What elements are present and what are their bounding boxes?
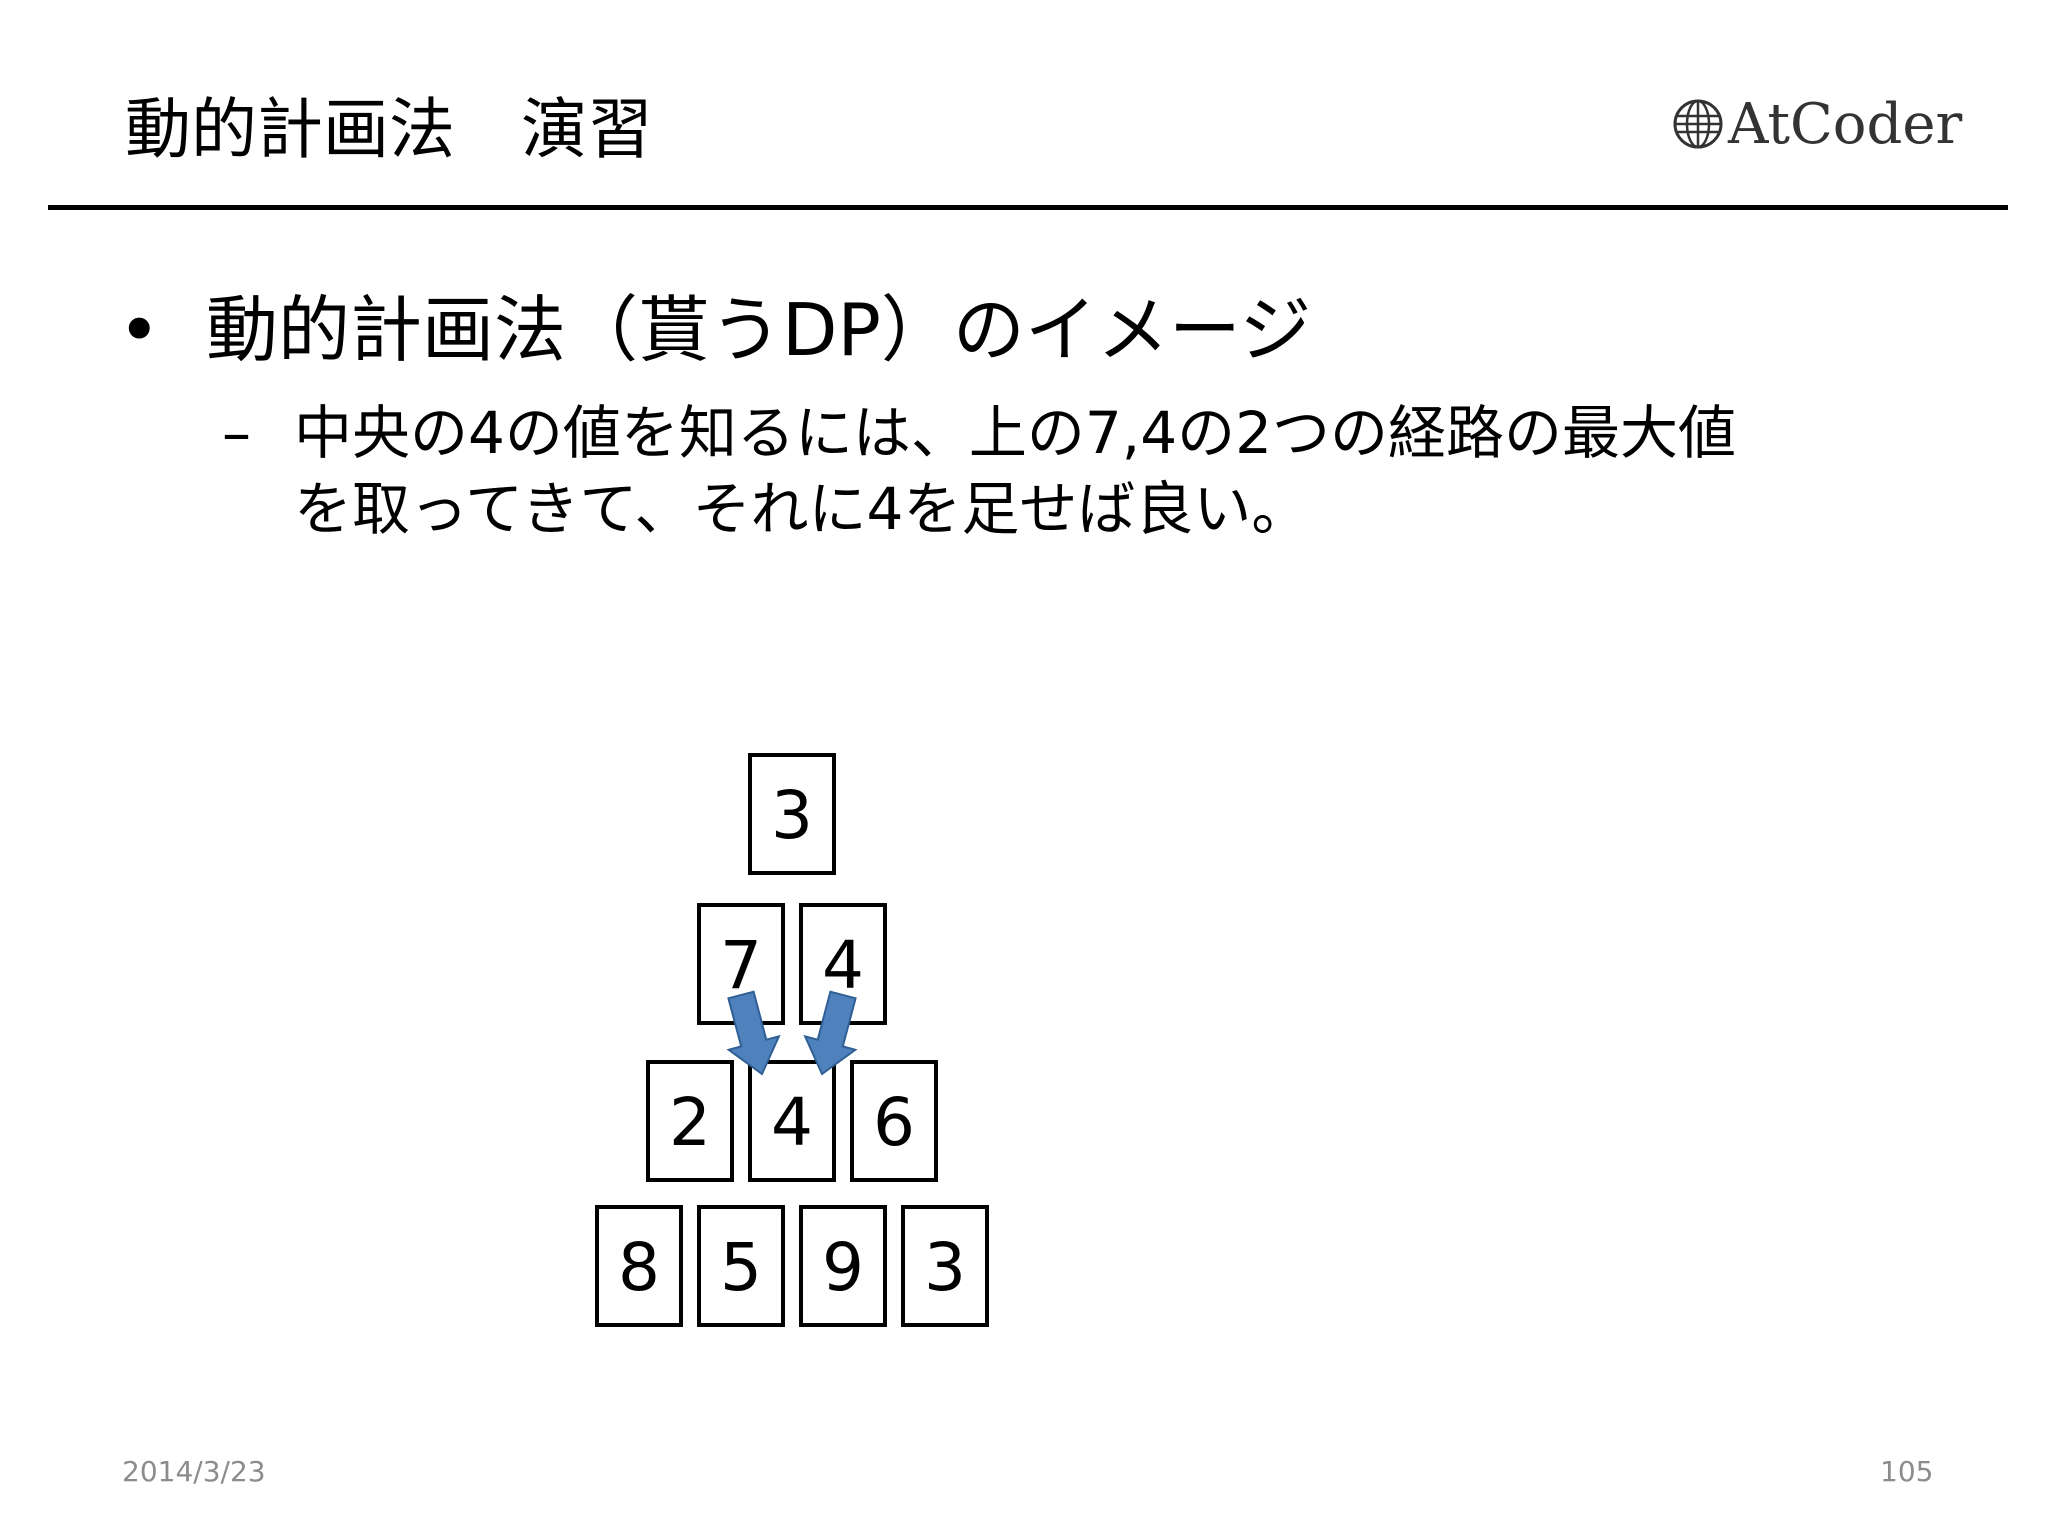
- atcoder-logo: AtCoder: [1672, 90, 1972, 160]
- pyramid-cell-value: 8: [618, 1229, 660, 1306]
- bullet-text: 動的計画法（貰うDP）のイメージ: [206, 288, 1312, 372]
- sub-bullet-text: 中央の4の値を知るには、上の7,4の2つの経路の最大値 を取ってきて、それに4を…: [294, 395, 1934, 547]
- pyramid-cell-box: [697, 1205, 785, 1327]
- globe-icon: [1673, 99, 1723, 149]
- pyramid-cell-box: [646, 1060, 734, 1182]
- pyramid-cell-value: 2: [669, 1084, 711, 1161]
- footer-page-number: 105: [1880, 1455, 1934, 1488]
- pyramid-cell-box: [799, 903, 887, 1025]
- pyramid-cell-box: [748, 753, 836, 875]
- dp-transition-arrow: [726, 990, 781, 1076]
- pyramid-cell-box: [901, 1205, 989, 1327]
- pyramid-cell-value: 5: [720, 1229, 762, 1306]
- sub-bullet-line: を取ってきて、それに4を足せば良い。: [294, 475, 1310, 543]
- logo-text: AtCoder: [1728, 92, 1963, 157]
- pyramid-cell-value: 4: [822, 927, 864, 1004]
- sub-bullet-marker: –: [222, 399, 251, 467]
- title-divider: [48, 205, 2008, 210]
- footer-date: 2014/3/23: [122, 1455, 266, 1488]
- slide-title: 動的計画法 演習: [125, 91, 653, 168]
- sub-bullet-line: 中央の4の値を知るには、上の7,4の2つの経路の最大値: [294, 399, 1737, 467]
- pyramid-cell-box: [850, 1060, 938, 1182]
- pyramid-cell-value: 3: [771, 777, 813, 854]
- pyramid-cell-box: [748, 1060, 836, 1182]
- pyramid-cell-value: 7: [720, 927, 762, 1004]
- pyramid-cell-value: 3: [924, 1229, 966, 1306]
- pyramid-cell-value: 4: [771, 1084, 813, 1161]
- pyramid-cell-box: [595, 1205, 683, 1327]
- bullet-marker: •: [118, 288, 161, 372]
- pyramid-cell-box: [799, 1205, 887, 1327]
- pyramid-cell-value: 9: [822, 1229, 864, 1306]
- dp-transition-arrow: [803, 990, 858, 1076]
- pyramid-cell-value: 6: [873, 1084, 915, 1161]
- pyramid-cell-box: [697, 903, 785, 1025]
